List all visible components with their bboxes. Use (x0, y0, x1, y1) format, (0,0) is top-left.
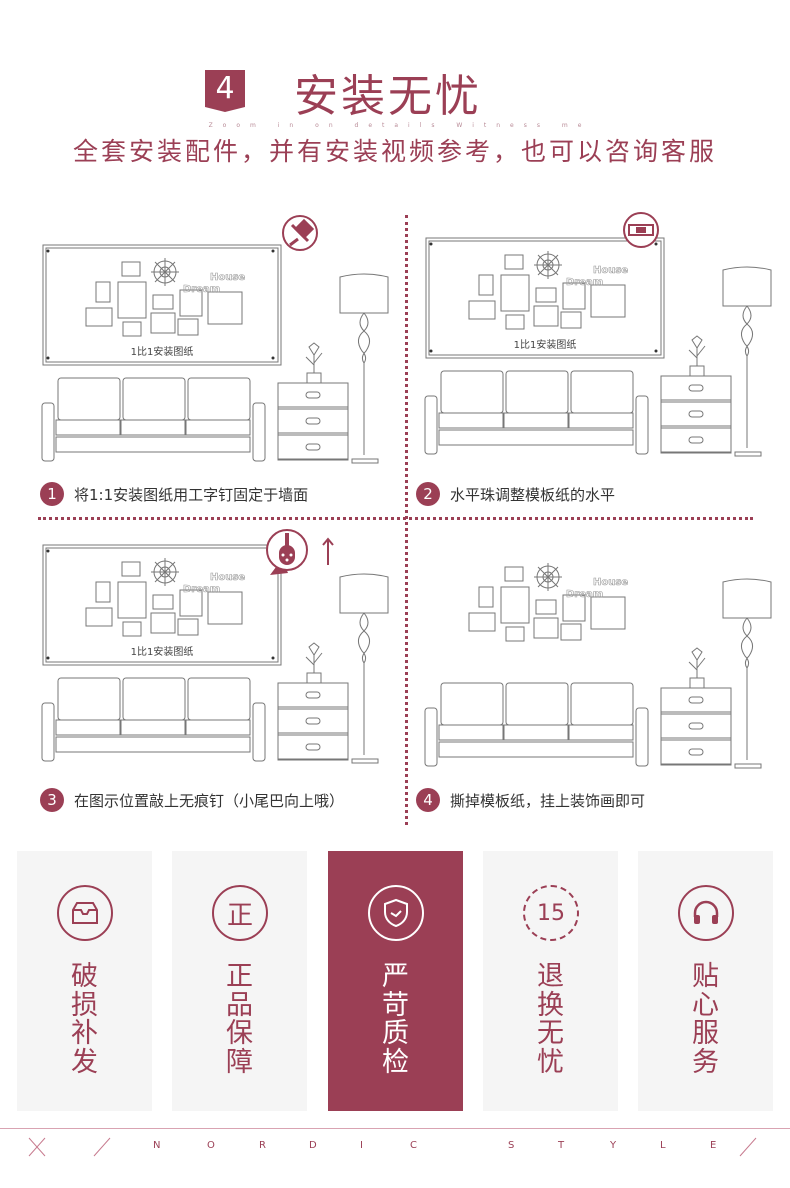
footer-letter: C (410, 1140, 417, 1151)
page-title: 安装无忧 (294, 71, 482, 122)
service-label: 正品保障 (226, 961, 253, 1078)
step-caption: 3 在图示位置敲上无痕钉（小尾巴向上哦） (40, 788, 344, 812)
slash-icon (93, 1137, 111, 1157)
service-label: 严苛质检 (382, 961, 409, 1078)
footer-letter: D (309, 1140, 317, 1151)
step-number: 4 (416, 788, 440, 812)
sofa (424, 370, 649, 455)
footer-letter: L (660, 1140, 666, 1151)
svg-text:House: House (210, 572, 245, 583)
service-card: 正 正品保障 (172, 851, 307, 1111)
drawing-label: 1比1安装图纸 (131, 645, 194, 658)
pushpin-icon (282, 215, 318, 251)
step-number: 3 (40, 788, 64, 812)
step-caption: 4 撕掉模板纸，挂上装饰画即可 (416, 788, 645, 812)
service-label: 退换无忧 (537, 961, 564, 1078)
subtitle: 全套安装配件，并有安装视频参考，也可以咨询客服 (72, 137, 717, 166)
nightstand (277, 342, 349, 461)
footer-letter: E (710, 1140, 717, 1151)
sofa (41, 377, 266, 462)
step-text: 水平珠调整模板纸的水平 (450, 485, 616, 504)
footer-letter: T (558, 1140, 565, 1151)
footer-letter: O (207, 1140, 215, 1151)
template-paper: 1比1安装图纸 (425, 237, 665, 359)
footer-letter: Y (610, 1140, 617, 1151)
nightstand (660, 335, 732, 454)
svg-text:Dream: Dream (566, 589, 603, 600)
svg-text:House: House (210, 272, 245, 283)
svg-text:House: House (593, 265, 628, 276)
divider-vertical (405, 215, 408, 825)
sofa (41, 677, 266, 762)
footer-letter: N (153, 1140, 161, 1151)
step-text: 在图示位置敲上无痕钉（小尾巴向上哦） (74, 791, 345, 810)
floor-lamp (339, 573, 389, 764)
service-card: 破损补发 (17, 851, 152, 1111)
genuine-icon: 正 (212, 885, 268, 941)
step-caption: 2 水平珠调整模板纸的水平 (416, 482, 615, 506)
service-card-active: 严苛质检 (328, 851, 463, 1111)
svg-text:House: House (593, 577, 628, 588)
shield-icon (368, 885, 424, 941)
floor-lamp (722, 266, 772, 457)
service-card: 贴心服务 (638, 851, 773, 1111)
nightstand (660, 647, 732, 766)
return-15-icon: 15 (523, 885, 579, 941)
step-text: 撕掉模板纸，挂上装饰画即可 (450, 791, 646, 810)
svg-text:Dream: Dream (183, 284, 220, 295)
step-caption: 1 将1:1安装图纸用工字钉固定于墙面 (40, 482, 308, 506)
x-mark-icon (28, 1137, 46, 1157)
service-card: 15 退换无忧 (483, 851, 618, 1111)
service-label: 破损补发 (71, 961, 98, 1078)
footer-letter: R (259, 1140, 266, 1151)
nightstand (277, 642, 349, 761)
step-number: 2 (416, 482, 440, 506)
footer-letter: S (508, 1140, 515, 1151)
step-number: 1 (40, 482, 64, 506)
service-label: 贴心服务 (692, 961, 719, 1078)
slash-icon (739, 1137, 757, 1157)
box-icon (57, 885, 113, 941)
footer-divider (0, 1128, 790, 1129)
divider-horizontal (38, 517, 753, 520)
svg-text:Dream: Dream (183, 584, 220, 595)
svg-text:Dream: Dream (566, 277, 603, 288)
sofa (424, 682, 649, 767)
template-paper: 1比1安装图纸 (42, 244, 282, 366)
nail-icon (266, 529, 334, 575)
floor-lamp (339, 273, 389, 464)
drawing-label: 1比1安装图纸 (131, 345, 194, 358)
level-icon (623, 212, 659, 248)
arrow-up-icon (322, 537, 334, 565)
headphones-icon (678, 885, 734, 941)
drawing-label: 1比1安装图纸 (514, 338, 577, 351)
step-badge: 4 (205, 70, 245, 112)
template-paper: 1比1安装图纸 (42, 544, 282, 666)
floor-lamp (722, 578, 772, 769)
footer-letter: I (360, 1140, 363, 1151)
tagline: Zoom in on details Witness me (208, 122, 592, 129)
step-text: 将1:1安装图纸用工字钉固定于墙面 (74, 485, 309, 504)
